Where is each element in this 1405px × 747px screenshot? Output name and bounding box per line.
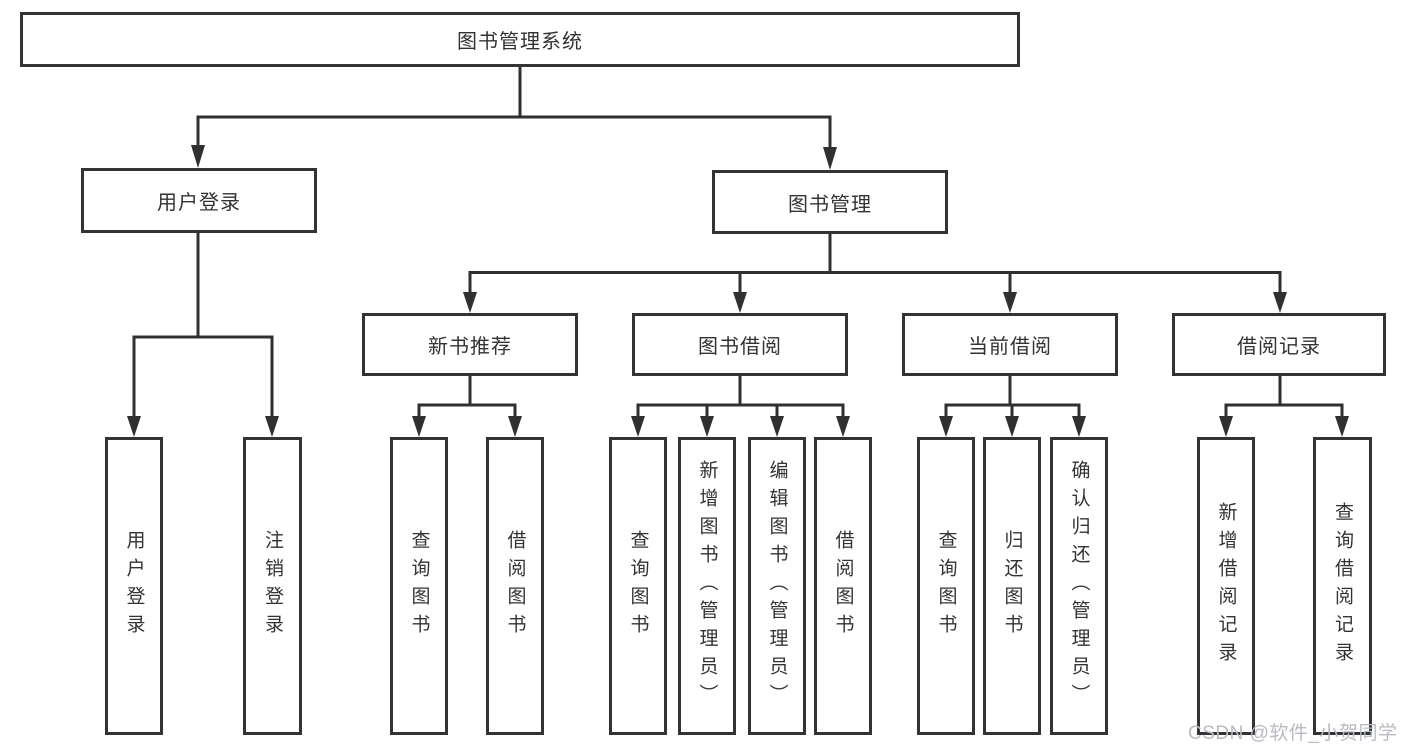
node-user-login-label: 用户登录 xyxy=(157,192,241,214)
leaf-return-books-label: 归还图书 xyxy=(1001,530,1023,642)
arrowhead xyxy=(733,292,747,313)
node-new-book-recommendation-label: 新书推荐 xyxy=(428,336,512,358)
arrowhead xyxy=(412,416,426,437)
leaf-confirm-return-admin: 确认归还（管理员） xyxy=(1050,437,1108,735)
leaf-query-books-current-label: 查询图书 xyxy=(935,530,957,642)
leaf-logout-label: 注销登录 xyxy=(262,530,283,642)
arrowhead xyxy=(1003,292,1017,313)
leaf-borrow-books-new-book: 借阅图书 xyxy=(486,437,544,735)
leaf-borrow-books-new-book-label: 借阅图书 xyxy=(504,530,526,642)
leaf-add-books-admin-label: 新增图书（管理员） xyxy=(696,460,718,712)
node-book-management: 图书管理 xyxy=(712,170,948,234)
leaf-borrow-books-borrowing-label: 借阅图书 xyxy=(832,530,854,642)
arrowhead xyxy=(770,416,784,437)
arrowhead xyxy=(1335,416,1349,437)
leaf-edit-books-admin-label: 编辑图书（管理员） xyxy=(766,460,788,712)
arrowhead xyxy=(700,416,714,437)
leaf-query-borrow-record-label: 查询借阅记录 xyxy=(1332,502,1353,670)
arrowhead xyxy=(631,416,645,437)
leaf-query-books-new-book: 查询图书 xyxy=(390,437,448,735)
leaf-user-login: 用户登录 xyxy=(105,437,163,735)
node-borrowing-records-label: 借阅记录 xyxy=(1237,336,1321,358)
node-user-login: 用户登录 xyxy=(81,168,317,233)
arrowhead xyxy=(1072,416,1086,437)
node-new-book-recommendation: 新书推荐 xyxy=(362,313,578,376)
node-current-borrowing-label: 当前借阅 xyxy=(968,336,1052,358)
leaf-borrow-books-borrowing: 借阅图书 xyxy=(814,437,872,735)
arrowhead xyxy=(836,416,850,437)
leaf-logout: 注销登录 xyxy=(243,437,302,735)
leaf-add-books-admin: 新增图书（管理员） xyxy=(678,437,736,735)
csdn-watermark: CSDN @软件_小贺同学 xyxy=(1188,723,1398,744)
leaf-add-borrow-record: 新增借阅记录 xyxy=(1197,437,1255,735)
arrowhead xyxy=(508,416,522,437)
leaf-query-borrow-record: 查询借阅记录 xyxy=(1313,437,1372,735)
leaf-user-login-label: 用户登录 xyxy=(123,530,145,642)
node-borrowing-records: 借阅记录 xyxy=(1172,313,1386,376)
arrowhead xyxy=(1219,416,1233,437)
leaf-query-books-borrowing: 查询图书 xyxy=(609,437,667,735)
leaf-edit-books-admin: 编辑图书（管理员） xyxy=(748,437,806,735)
node-book-borrowing-label: 图书借阅 xyxy=(698,336,782,358)
arrowhead xyxy=(1273,292,1287,313)
arrowhead xyxy=(191,145,205,168)
node-current-borrowing: 当前借阅 xyxy=(902,313,1118,376)
arrowhead xyxy=(463,292,477,313)
arrowhead xyxy=(939,416,953,437)
leaf-query-books-current: 查询图书 xyxy=(917,437,975,735)
arrowhead xyxy=(265,416,279,437)
leaf-add-borrow-record-label: 新增借阅记录 xyxy=(1215,502,1237,670)
leaf-query-books-borrowing-label: 查询图书 xyxy=(627,530,649,642)
leaf-confirm-return-admin-label: 确认归还（管理员） xyxy=(1068,460,1090,712)
node-library-system: 图书管理系统 xyxy=(20,12,1020,67)
arrowhead xyxy=(823,147,837,170)
leaf-return-books: 归还图书 xyxy=(983,437,1041,735)
node-library-system-label: 图书管理系统 xyxy=(457,31,583,53)
node-book-management-label: 图书管理 xyxy=(788,193,872,216)
arrowhead xyxy=(1005,416,1019,437)
leaf-query-books-new-book-label: 查询图书 xyxy=(408,530,430,642)
node-book-borrowing: 图书借阅 xyxy=(632,313,848,376)
arrowhead xyxy=(127,416,141,437)
